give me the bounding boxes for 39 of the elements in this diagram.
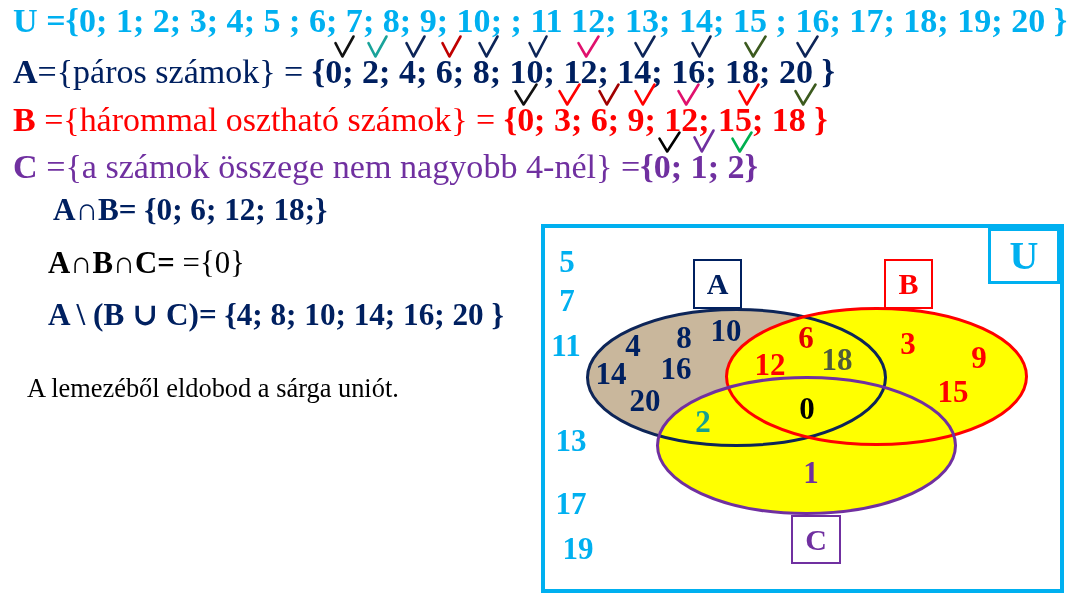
set-ellipse — [585, 307, 887, 447]
element-number: 19 — [562, 532, 594, 564]
element-number: 11 — [551, 329, 581, 361]
element-number: 17 — [555, 487, 587, 519]
universe-set-definition: U ={0; 1; 2; 3; 4; 5 ; 6; 7; 8; 9; 10; ; 11 12; 13; 14; 15 ; 16; 17; 18; 19; 20 } — [13, 4, 1068, 39]
element-number: 5 — [559, 245, 575, 277]
element-number: 4 — [625, 329, 641, 361]
element-number: 12 — [754, 348, 786, 380]
set-operation-result: A∩B= {0; 6; 12; 18;} — [53, 194, 328, 226]
element-number: 14 — [595, 357, 627, 389]
element-number: 1 — [803, 456, 819, 488]
universe-frame — [541, 224, 1064, 593]
set-operation-result: A \ (B ∪ C)= {4; 8; 10; 14; 16; 20 } — [48, 299, 504, 331]
instruction-text: A lemezéből eldobod a sárga uniót. — [27, 375, 399, 402]
element-number: 16 — [660, 352, 692, 384]
element-number: 15 — [937, 375, 969, 407]
set-label-box — [884, 259, 933, 309]
set-name-letter: U — [1009, 236, 1039, 276]
element-number: 7 — [559, 284, 575, 316]
set-operation-result: A∩B∩C= ={0} — [48, 248, 245, 279]
element-number: 3 — [900, 327, 916, 359]
universe-label-box — [988, 228, 1060, 284]
element-number: 13 — [555, 424, 587, 456]
element-number: 6 — [798, 321, 814, 353]
set-definition: C ={a számok összege nem nagyobb 4-nél} ={0; 1; 2} — [13, 150, 759, 185]
set-label-box — [693, 259, 742, 309]
set-definition: B ={hárommal osztható számok} = {0; 3; 6; 9; 12; 15; 18 } — [13, 103, 828, 137]
element-number: 8 — [676, 321, 692, 353]
set-name-letter: A — [706, 269, 729, 299]
element-number: 9 — [971, 341, 987, 373]
element-number: 10 — [710, 314, 742, 346]
element-number: 0 — [799, 392, 815, 424]
element-number: 2 — [695, 405, 711, 437]
set-name-letter: B — [898, 269, 919, 299]
set-label-box — [791, 515, 841, 564]
set-name-letter: C — [805, 524, 827, 555]
element-number: 20 — [629, 384, 661, 416]
element-number: 18 — [821, 343, 853, 375]
set-definition: A={páros számok} = {0; 2; 4; 6; 8; 10; 12; 14; 16; 18; 20 } — [13, 55, 835, 90]
